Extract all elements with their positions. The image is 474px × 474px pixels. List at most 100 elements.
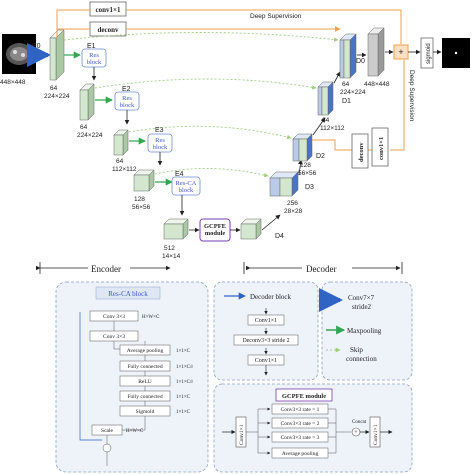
d2-name: D2 (316, 153, 325, 160)
e2-channels: 64 (116, 158, 124, 165)
d3-channels: 256 (287, 200, 298, 207)
e3-name: E3 (155, 127, 164, 134)
top-conv1x1-label: conv1×1 (96, 6, 121, 14)
e1-channels: 64 (80, 124, 88, 131)
e3-channels: 128 (134, 196, 145, 203)
d0-size: 224×224 (340, 89, 366, 96)
encoder-cube-e1 (79, 83, 95, 121)
encoder-cube-e5 (163, 218, 189, 240)
top-deconv-label: deconv (98, 26, 120, 34)
encoder-cube-e2 (113, 129, 129, 156)
res-ca-op-label-7: Scale (101, 428, 113, 434)
e4-name: E4 (175, 171, 184, 178)
decoder-block-title: Decoder block (250, 293, 292, 301)
gcpfe-branches: Conv3×3 rate = 1 Conv3×3 rate = 2 Conv3×3 … (246, 403, 351, 459)
encoder-cube-e0 (49, 29, 65, 81)
decoder-op-label-0: Conv1×1 (255, 318, 277, 324)
decoder-cube-d2 (292, 133, 313, 162)
decoder-op-label-2: Conv1×1 (255, 358, 277, 364)
e0-size: 224×224 (44, 93, 70, 100)
res-ca-dim-5: 1×1×C (176, 395, 191, 400)
d1-name: D1 (342, 98, 351, 105)
d1-size: 112×112 (320, 125, 345, 132)
d3-size: 28×28 (284, 208, 303, 215)
e0-channels: 64 (50, 85, 58, 92)
res-ca-op-label-1: Conv 3×3 (103, 334, 125, 340)
d0-channels: 64 (342, 81, 350, 88)
legend-panel (321, 281, 413, 381)
input-size: 448×448 (0, 79, 26, 86)
e2-size: 112×112 (112, 166, 137, 173)
input-image (2, 34, 36, 74)
res-ca-dim-7: H×W×C (126, 429, 144, 434)
skip-connections (63, 32, 339, 178)
d0-name: D0 (356, 58, 365, 65)
res-ca-op-label-3: Fully connected (127, 364, 163, 370)
deep-supervision-side-label: Deep Supervision (408, 70, 415, 122)
e3-size: 56×56 (132, 204, 151, 211)
gcpfe-branch-label-1: Conv3×3 rate = 2 (281, 421, 320, 427)
d1-channels: 64 (322, 117, 330, 124)
sigmoid-box (420, 37, 434, 69)
output-size: 448×448 (364, 81, 390, 88)
res-ca-dim-4: 1×1×C/r (176, 380, 193, 385)
res-ca-dim-6: 1×1×C (176, 410, 191, 415)
encoder-section-label: Encoder (91, 264, 121, 274)
right-deconv-box (351, 133, 369, 169)
top-conv1x1-box (89, 1, 127, 17)
res-ca-op-label-6: Sigmoid (136, 409, 155, 415)
e1-size: 224×224 (77, 132, 103, 139)
decoder-cube-d4 (240, 218, 262, 240)
e5-size: 14×14 (162, 253, 181, 260)
sigmoid-label: sigmoid (426, 43, 432, 64)
right-conv1x1-label: conv1×1 (378, 137, 385, 160)
gcpfe-input-label: Conv1×1 (239, 424, 245, 445)
encoder-cube-e3 (133, 169, 155, 192)
right-deconv-label: deconv (358, 142, 365, 162)
res-ca-panel-title: Res-CA block (108, 290, 148, 298)
res-ca-op-label-5: Fully connected (127, 394, 163, 400)
decoder-op-label-1: Deconv3×3 stride 2 (242, 338, 289, 344)
d2-size: 56×56 (298, 170, 317, 177)
gcpfe-branch-label-2: Conv3×3 rate = 3 (281, 435, 320, 441)
e5-channels: 512 (164, 245, 175, 252)
decoder-cube-d0 (339, 33, 357, 79)
gcpfe-branch-label-0: Conv3×3 rate = 1 (281, 407, 320, 413)
res-ca-dim-0: H×W×C (142, 315, 160, 320)
d4-name: D4 (275, 233, 284, 240)
decoder-op-0 (247, 314, 285, 326)
sum-node-label: + (398, 47, 403, 57)
d2-channels: 128 (300, 162, 311, 169)
gcpfe-panel-title: GCPFE module (282, 393, 326, 400)
e2-name: E2 (122, 86, 131, 93)
decoder-cube-d1 (317, 81, 334, 116)
res-ca-dim-3: 1×1×C/r (176, 365, 193, 370)
decoder-cube-d3 (269, 171, 299, 197)
gcpfe-branch-label-3: Average pooling (282, 451, 319, 457)
res-ca-op-label-2: Average pooling (127, 348, 164, 354)
right-conv1x1-box (371, 127, 389, 167)
res-ca-op-label-4: ReLU (138, 379, 151, 385)
e0-label: E0 (32, 43, 41, 50)
res-ca-dim-2: 1×1×C (176, 349, 191, 354)
e1-name: E1 (87, 43, 96, 50)
res-ca-block-e4 (171, 176, 201, 196)
gcpfe-output-label: Conv1×1 (373, 424, 379, 445)
d3-name: D3 (305, 184, 314, 191)
gcpfe-concat-label: Concat (352, 420, 367, 425)
svg-text:+: + (354, 430, 358, 436)
output-block (367, 27, 385, 77)
decoder-op-1 (233, 334, 299, 346)
deep-supervision-top-label: Deep Supervision (250, 13, 302, 20)
res-ca-op-label-0: Conv 3×3 (103, 314, 125, 320)
